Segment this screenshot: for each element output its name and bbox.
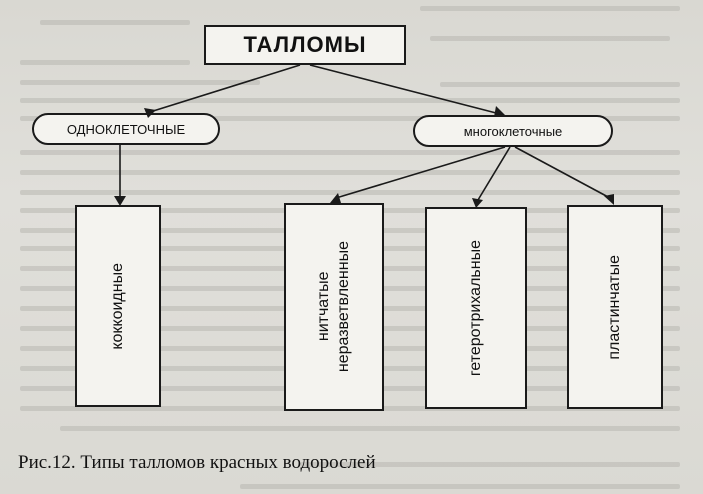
heterotrichous-box — [425, 207, 527, 409]
filamentous-label-line2: неразветвленные — [335, 241, 352, 373]
heterotrichous-label: гетеротрихальные — [467, 239, 484, 377]
arrowhead — [144, 108, 156, 118]
connector-multicellular-filamentous — [335, 146, 506, 199]
root-box — [204, 25, 406, 65]
root-label: ТАЛЛОМЫ — [243, 32, 367, 57]
connector-multicellular-lamellar — [514, 146, 611, 199]
arrowhead — [494, 106, 506, 117]
figure-caption: Рис.12. Типы талломов красных водорослей — [18, 452, 376, 473]
multicellular-box — [413, 115, 613, 147]
connector-multicellular-heterotrichous — [477, 146, 511, 201]
connector-root-unicellular — [149, 64, 301, 113]
unicellular-box — [32, 113, 220, 145]
multicellular-label: многоклеточные — [463, 123, 563, 139]
coccoid-box — [75, 205, 161, 407]
arrowhead — [114, 196, 126, 206]
lamellar-box — [567, 205, 663, 409]
arrowhead — [330, 193, 341, 203]
arrowhead — [604, 194, 614, 205]
heterotrichous-label-box: гетеротрихальные — [426, 208, 526, 408]
unicellular-label: ОДНОКЛЕТОЧНЫЕ — [66, 121, 186, 137]
connector-root-multicellular — [309, 64, 501, 115]
coccoid-label: коккоидные — [109, 262, 126, 350]
lamellar-label-box: пластинчатые — [568, 206, 662, 408]
arrowhead — [472, 198, 483, 208]
coccoid-label-box: коккоидные — [76, 206, 160, 406]
filamentous-box — [284, 203, 384, 411]
filamentous-label-line1: нитчатые — [315, 272, 332, 342]
lamellar-label: пластинчатые — [606, 254, 623, 360]
